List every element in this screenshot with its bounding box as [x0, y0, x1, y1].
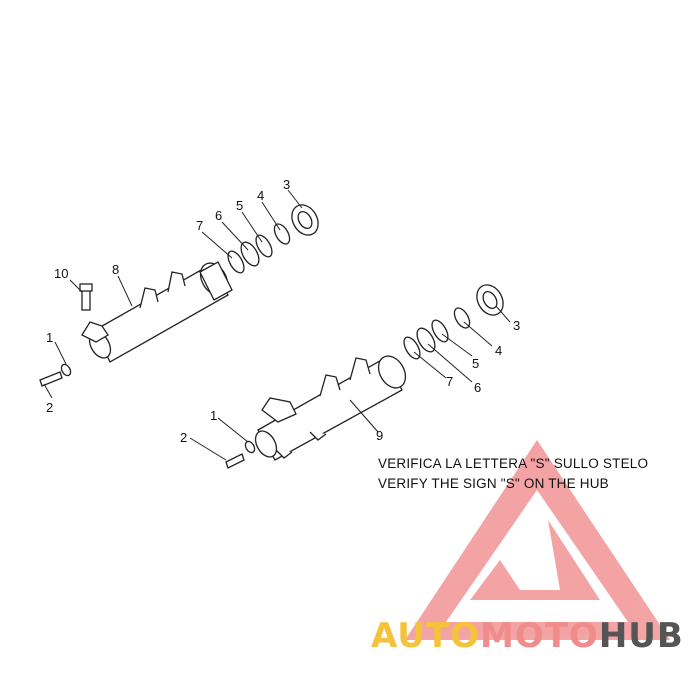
watermark-part-hub: HUB: [598, 616, 684, 656]
watermark-brand-text: AUTOMOTOHUB: [371, 616, 684, 656]
callout-numbers: 1 2 10 8 7 6 5 4 3 3 4 5 6 7 9 1 2: [46, 177, 520, 445]
callout-4-upper: 4: [257, 188, 264, 203]
note-english: VERIFY THE SIGN "S" ON THE HUB: [378, 476, 609, 491]
callout-9: 9: [376, 428, 383, 443]
callout-1-upper: 1: [46, 330, 53, 345]
watermark-logo-icon: [405, 440, 670, 640]
callout-1-lower: 1: [210, 408, 217, 423]
watermark-part-auto: AUTO: [371, 616, 480, 656]
callout-4-lower: 4: [495, 343, 502, 358]
screw-10: [79, 283, 93, 311]
bolt-2-lower: [225, 440, 256, 469]
bolt-2-upper: [39, 363, 72, 387]
fork-leg-lower: [254, 355, 407, 461]
callout-8: 8: [112, 262, 119, 277]
callout-5-upper: 5: [236, 198, 243, 213]
note-italian: VERIFICA LA LETTERA "S" SULLO STELO: [378, 456, 649, 471]
callout-7-upper: 7: [196, 218, 203, 233]
callout-7-lower: 7: [446, 374, 453, 389]
upper-seal-stack: [227, 204, 319, 274]
callout-6-lower: 6: [474, 380, 481, 395]
callout-2-lower: 2: [180, 430, 187, 445]
lower-seal-stack: [403, 284, 504, 360]
leader-lines: [43, 189, 511, 461]
callout-3-lower: 3: [513, 318, 520, 333]
callout-3-upper: 3: [283, 177, 290, 192]
callout-2-upper: 2: [46, 400, 53, 415]
callout-10: 10: [54, 266, 68, 281]
watermark-part-moto: MOTO: [479, 616, 599, 656]
fork-leg-upper: [81, 261, 233, 363]
callout-5-lower: 5: [472, 356, 479, 371]
callout-6-upper: 6: [215, 208, 222, 223]
